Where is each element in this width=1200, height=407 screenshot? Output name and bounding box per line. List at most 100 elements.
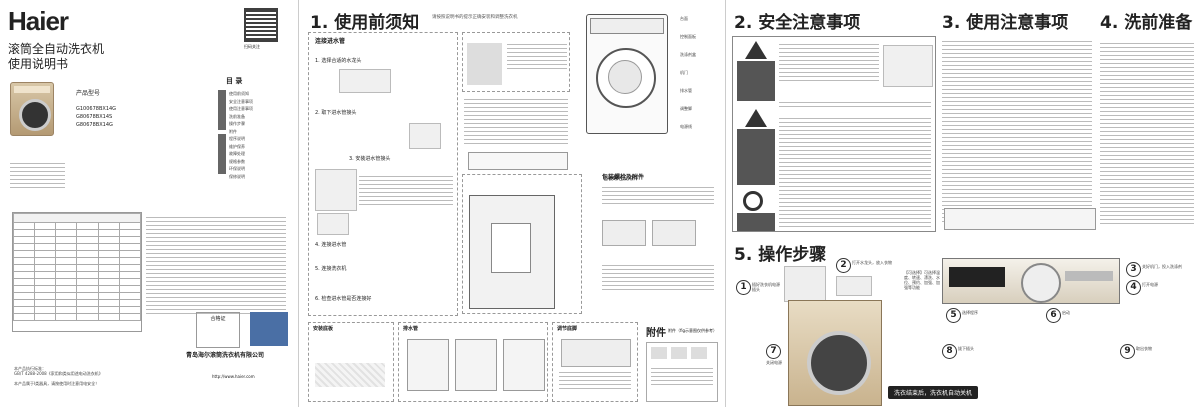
plug-figure: [784, 266, 826, 302]
install-step: 2. 取下进水管接头: [315, 110, 357, 116]
toc-item: 维护保养: [229, 143, 245, 149]
spec-table: [12, 212, 142, 332]
panel-hint: 【可选择】可选择温度、转速、漂洗、水位、预约、加强、加强等功能: [904, 270, 940, 290]
prep-notes: [1100, 40, 1194, 227]
toc-item: 程序说明: [229, 136, 245, 141]
bolts-box: 包装螺栓及附件: [462, 174, 638, 314]
usage-notes: [464, 96, 568, 147]
toc-item: 规格参数: [229, 158, 245, 164]
brand-logo: Haier: [8, 6, 69, 36]
bolts-notes: [602, 184, 714, 207]
warning-icon-2: [745, 109, 767, 127]
bolt-fig-2: [652, 220, 696, 246]
install-step: 连接进水管: [315, 38, 346, 45]
toc-item: 洗前准备: [229, 113, 245, 119]
section-3-title: 3. 使用注意事项: [942, 13, 1069, 33]
step-number: 7: [766, 344, 781, 359]
install-step: 1. 选择合适的水龙头: [315, 58, 362, 64]
machine-diagram: [586, 8, 676, 148]
step-text: 打开电源: [1142, 282, 1158, 287]
faucet-figure: [339, 69, 391, 93]
section-2-title: 2. 安全注意事项: [734, 13, 861, 33]
cover-notes: [10, 160, 65, 191]
barcode-box: [250, 312, 288, 346]
model: G100678BX14G: [76, 106, 117, 112]
accessories-note: 附件（fig示意图仅供参考）: [668, 328, 718, 333]
bolts-notes-2: [602, 262, 714, 293]
step-number: 2: [836, 258, 851, 273]
install-step: 4. 连接进水管: [315, 242, 347, 248]
step-number: 8: [942, 344, 957, 359]
step-number: 1: [736, 280, 751, 295]
toc-item: 故障处理: [229, 151, 245, 156]
toc-title: 目 录: [226, 77, 243, 85]
step-text: 插好洗衣机电源插头: [752, 282, 780, 292]
adjust-box: 调节底脚: [552, 322, 638, 402]
standard-notes: 本产品执行标准： GB/T 4288-2008《家用和类似用途电动洗衣机》 本产…: [14, 366, 103, 386]
bolts-title: 包装螺栓及附件: [602, 174, 645, 181]
toc-item: 安全注意事项: [229, 98, 253, 104]
cover-panel: Haier 扫码关注 滚筒全自动洗衣机 使用说明书 产品型号 G100678BX…: [0, 0, 295, 407]
toc-item: 附件: [229, 128, 237, 134]
qr-code: [244, 8, 278, 42]
faucet-figure: [836, 276, 872, 296]
step-number: 3: [1126, 262, 1141, 277]
machine-labels: 台面 控制面板 洗涤剂盒 机门 排水管 调整脚 电源线: [680, 16, 696, 129]
accessory-top-box: [462, 32, 570, 92]
end-message: 洗衣结束后，洗衣机自动关机: [888, 386, 979, 399]
section-5-title: 5. 操作步骤: [734, 245, 827, 265]
level-box: 安装底板: [308, 322, 394, 402]
toc-item: 环保说明: [229, 166, 245, 171]
qr-caption: 扫码关注: [244, 44, 260, 49]
toc-item: 使用注意事项: [229, 106, 253, 111]
env-notes: [146, 214, 286, 317]
manual-title: 滚筒全自动洗衣机 使用说明书: [8, 42, 105, 71]
step-text: 选择程序: [962, 310, 978, 315]
fold-line: [298, 0, 299, 407]
connector-figure-3: [317, 213, 349, 235]
toc-item: 使用前须知: [229, 91, 249, 96]
step-text: 拔下插头: [958, 346, 974, 351]
step-text: 启动: [1062, 310, 1070, 315]
step-text: 关好机门，投入洗涤剂: [1142, 264, 1182, 269]
install-step: 6. 检查进水管是否连接好: [315, 296, 372, 302]
toc-item: 保修说明: [229, 173, 245, 179]
model: G80678BX14G: [76, 122, 113, 128]
section-1-title: 1. 使用前须知: [310, 13, 420, 33]
section-2-panel: 2. 安全注意事项 3. 使用注意事项 4. 洗前准备 5. 操作步骤 1 插好…: [728, 0, 1200, 407]
step-number: 4: [1126, 280, 1141, 295]
section-1-panel: 1. 使用前须知 请按照说明书的提示正确安装和调整洗衣机 连接进水管 1. 选择…: [302, 0, 722, 407]
install-step: 5. 连接洗衣机: [315, 266, 347, 272]
drain-box: 排水管: [398, 322, 548, 402]
accessory-items: [646, 342, 718, 402]
warning-icon: [745, 41, 767, 59]
accessories-title: 附件: [646, 328, 666, 339]
washer-front: [788, 300, 882, 406]
fold-line: [725, 0, 726, 407]
connector-figure-2: [315, 169, 357, 211]
step-number: 9: [1120, 344, 1135, 359]
usage-notes-3: [942, 38, 1092, 225]
section-4-title: 4. 洗前准备: [1100, 13, 1193, 33]
model-list: G100678BX14G G80678BX14S G80678BX14G: [76, 105, 116, 129]
step-number: 5: [946, 308, 961, 323]
prohibit-icon: [743, 191, 763, 211]
product-photo: [10, 82, 54, 136]
bolt-fig-1: [602, 220, 646, 246]
product-model-label: 产品型号: [76, 90, 101, 97]
step-text: 打开水龙头，放入衣物: [852, 260, 892, 265]
safety-box: [732, 36, 936, 232]
connector-figure: [409, 123, 441, 149]
company-name: 青岛海尔滚筒洗衣机有限公司: [186, 352, 265, 359]
toc-tabs: [218, 90, 226, 180]
install-step: 3. 安装进水管接头: [349, 156, 391, 162]
certificate: 合格证: [196, 312, 240, 348]
toc-item: 操作步骤: [229, 121, 245, 126]
step-text: 取出衣物: [1136, 346, 1152, 351]
step-number: 6: [1046, 308, 1061, 323]
install-steps-box: 连接进水管 1. 选择合适的水龙头 2. 取下进水管接头 3. 安装进水管接头 …: [308, 32, 458, 316]
section-1-subtitle: 请按照说明书的提示正确安装和调整洗衣机: [432, 15, 518, 20]
model: G80678BX14S: [76, 114, 113, 120]
toc-list: 使用前须知 安全注意事项 使用注意事项 洗前准备 操作步骤 附件 程序说明 维护…: [229, 90, 253, 180]
detergent-table: [944, 208, 1096, 230]
